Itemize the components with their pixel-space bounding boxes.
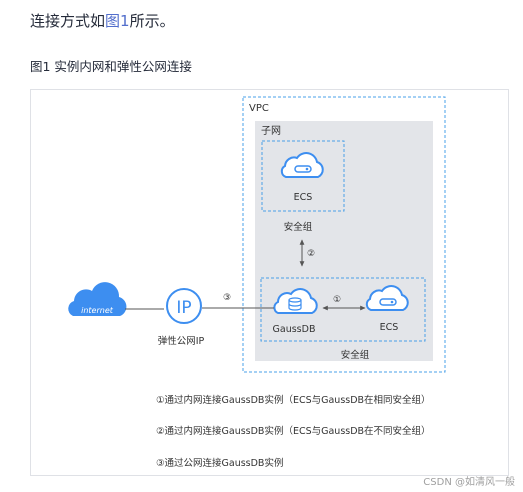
elastic-ip-label: 弹性公网IP <box>158 335 205 347</box>
security-group-top-label: 安全组 <box>284 221 313 233</box>
marker-3: ③ <box>223 293 231 303</box>
intro-paragraph: 连接方式如图1所示。 <box>30 10 175 32</box>
ecs-right-label: ECS <box>380 322 399 333</box>
vpc-boundary <box>242 96 446 373</box>
figure-link[interactable]: 图1 <box>105 12 130 30</box>
network-diagram: VPC 子网 ECS 安全组 ② GaussDB ① <box>68 96 446 469</box>
ecs-top-box <box>261 140 345 212</box>
cloud-database-icon <box>273 288 318 314</box>
intro-suffix: 所示。 <box>129 12 175 30</box>
marker-2: ② <box>307 249 315 259</box>
note-1: ①通过内网连接GaussDB实例（ECS与GaussDB在相同安全组） <box>156 394 431 406</box>
note-3: ③通过公网连接GaussDB实例 <box>156 457 283 469</box>
cloud-server-icon <box>365 285 409 311</box>
cloud-server-icon <box>280 152 324 178</box>
watermark: CSDN @如清风一般 <box>423 477 515 488</box>
note-2: ②通过内网连接GaussDB实例（ECS与GaussDB在不同安全组） <box>156 425 431 437</box>
ecs-top-label: ECS <box>294 192 313 203</box>
intro-prefix: 连接方式如 <box>30 12 106 30</box>
vpc-label: VPC <box>249 103 269 114</box>
network-diagram-figure: VPC 子网 ECS 安全组 ② GaussDB ① <box>30 89 509 476</box>
internet-label: internet <box>81 306 114 315</box>
elastic-ip-glyph: IP <box>176 298 191 318</box>
gaussdb-label: GaussDB <box>273 324 316 335</box>
security-group-bottom-label: 安全组 <box>341 349 370 361</box>
figure-caption: 图1 实例内网和弹性公网连接 <box>30 59 192 74</box>
internet-cloud-icon <box>68 282 127 316</box>
marker-1: ① <box>333 295 341 305</box>
security-group-bottom-box <box>260 277 426 342</box>
elastic-ip-icon <box>166 288 202 324</box>
subnet-label: 子网 <box>261 125 281 137</box>
